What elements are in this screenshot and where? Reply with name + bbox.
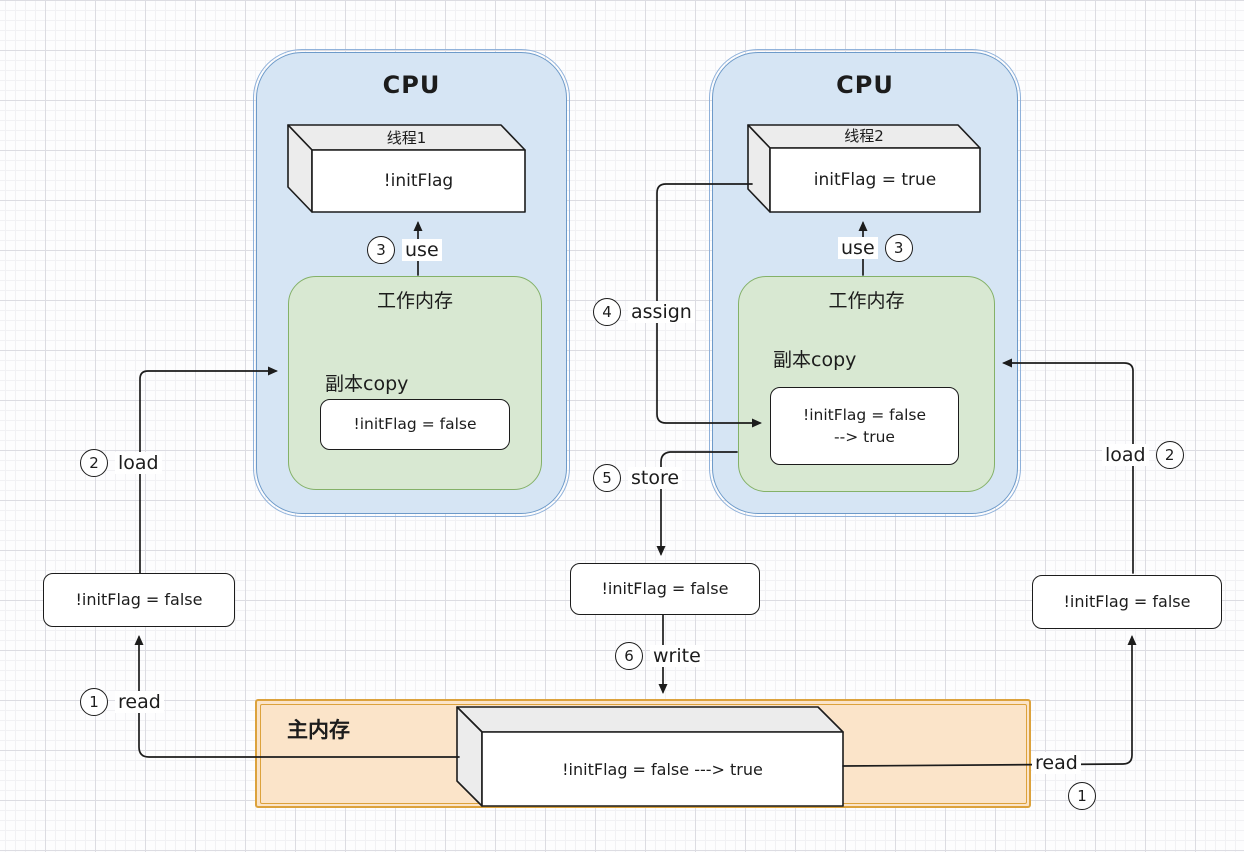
thread2-prism bbox=[747, 124, 981, 213]
step-read-right-label: read bbox=[1032, 752, 1081, 774]
step-use-right-number: 3 bbox=[884, 234, 913, 262]
main-memory-value: !initFlag = false ---> true bbox=[562, 759, 763, 779]
step-load-left-label: load bbox=[115, 452, 162, 474]
step-write-label: write bbox=[650, 645, 704, 667]
step-assign-number: 4 bbox=[593, 298, 621, 326]
thread2-label: 线程2 bbox=[844, 127, 884, 145]
step-read-left-label: read bbox=[115, 691, 164, 713]
step-store-label: store bbox=[628, 467, 683, 489]
step-load-right-number: 2 bbox=[1155, 441, 1184, 469]
cpu-right-title: CPU bbox=[836, 71, 894, 99]
working-memory-right-title: 工作内存 bbox=[828, 290, 905, 312]
step-write: 6 write bbox=[615, 642, 704, 670]
step-load-right-label: load bbox=[1102, 444, 1149, 466]
store-arrow bbox=[656, 451, 738, 556]
step-use-left-label: use bbox=[402, 239, 442, 261]
step-use-left-number: 3 bbox=[367, 236, 395, 264]
step-assign-label: assign bbox=[628, 301, 695, 323]
step-assign: 4 assign bbox=[593, 298, 695, 326]
step-read-right-number: 1 bbox=[1068, 782, 1096, 810]
thread1-label: 线程1 bbox=[386, 128, 427, 147]
load-left-arrow bbox=[139, 366, 278, 574]
read-right-arrow bbox=[842, 635, 1137, 767]
main-memory-prism bbox=[456, 706, 844, 807]
step-store: 5 store bbox=[593, 464, 683, 492]
step-load-left: 2 load bbox=[80, 449, 162, 477]
buffer-middle-box: !initFlag = false bbox=[570, 563, 760, 615]
main-memory-title: 主内存 bbox=[287, 718, 350, 742]
copy-value-left-box: !initFlag = false bbox=[320, 399, 510, 450]
copy-value-right-line2: --> true bbox=[834, 428, 895, 446]
load-right-arrow bbox=[1002, 358, 1134, 574]
step-use-left: 3 use bbox=[367, 236, 442, 264]
step-store-number: 5 bbox=[593, 464, 621, 492]
cpu-left-title: CPU bbox=[382, 71, 441, 99]
step-load-right: load 2 bbox=[1102, 441, 1184, 469]
step-use-right: use 3 bbox=[838, 234, 913, 262]
buffer-left-box: !initFlag = false bbox=[43, 573, 235, 627]
step-read-left: 1 read bbox=[80, 688, 164, 716]
copy-label-left: 副本copy bbox=[325, 373, 409, 395]
step-load-left-number: 2 bbox=[80, 449, 108, 477]
thread2-value: initFlag = true bbox=[813, 170, 937, 190]
step-use-right-label: use bbox=[838, 237, 878, 259]
copy-label-right: 副本copy bbox=[773, 349, 857, 371]
working-memory-left-box: 工作内存 副本copy bbox=[288, 276, 542, 490]
working-memory-left-title: 工作内存 bbox=[376, 290, 453, 312]
read-left-arrow bbox=[134, 635, 460, 758]
step-read-left-number: 1 bbox=[80, 688, 108, 716]
step-write-number: 6 bbox=[615, 642, 643, 670]
thread1-prism bbox=[287, 124, 526, 213]
copy-value-right-line1: !initFlag = false bbox=[802, 405, 926, 424]
buffer-right-box: !initFlag = false bbox=[1032, 575, 1222, 629]
copy-value-right-box: !initFlag = false --> true bbox=[770, 387, 959, 465]
thread1-value: !initFlag bbox=[383, 171, 454, 191]
